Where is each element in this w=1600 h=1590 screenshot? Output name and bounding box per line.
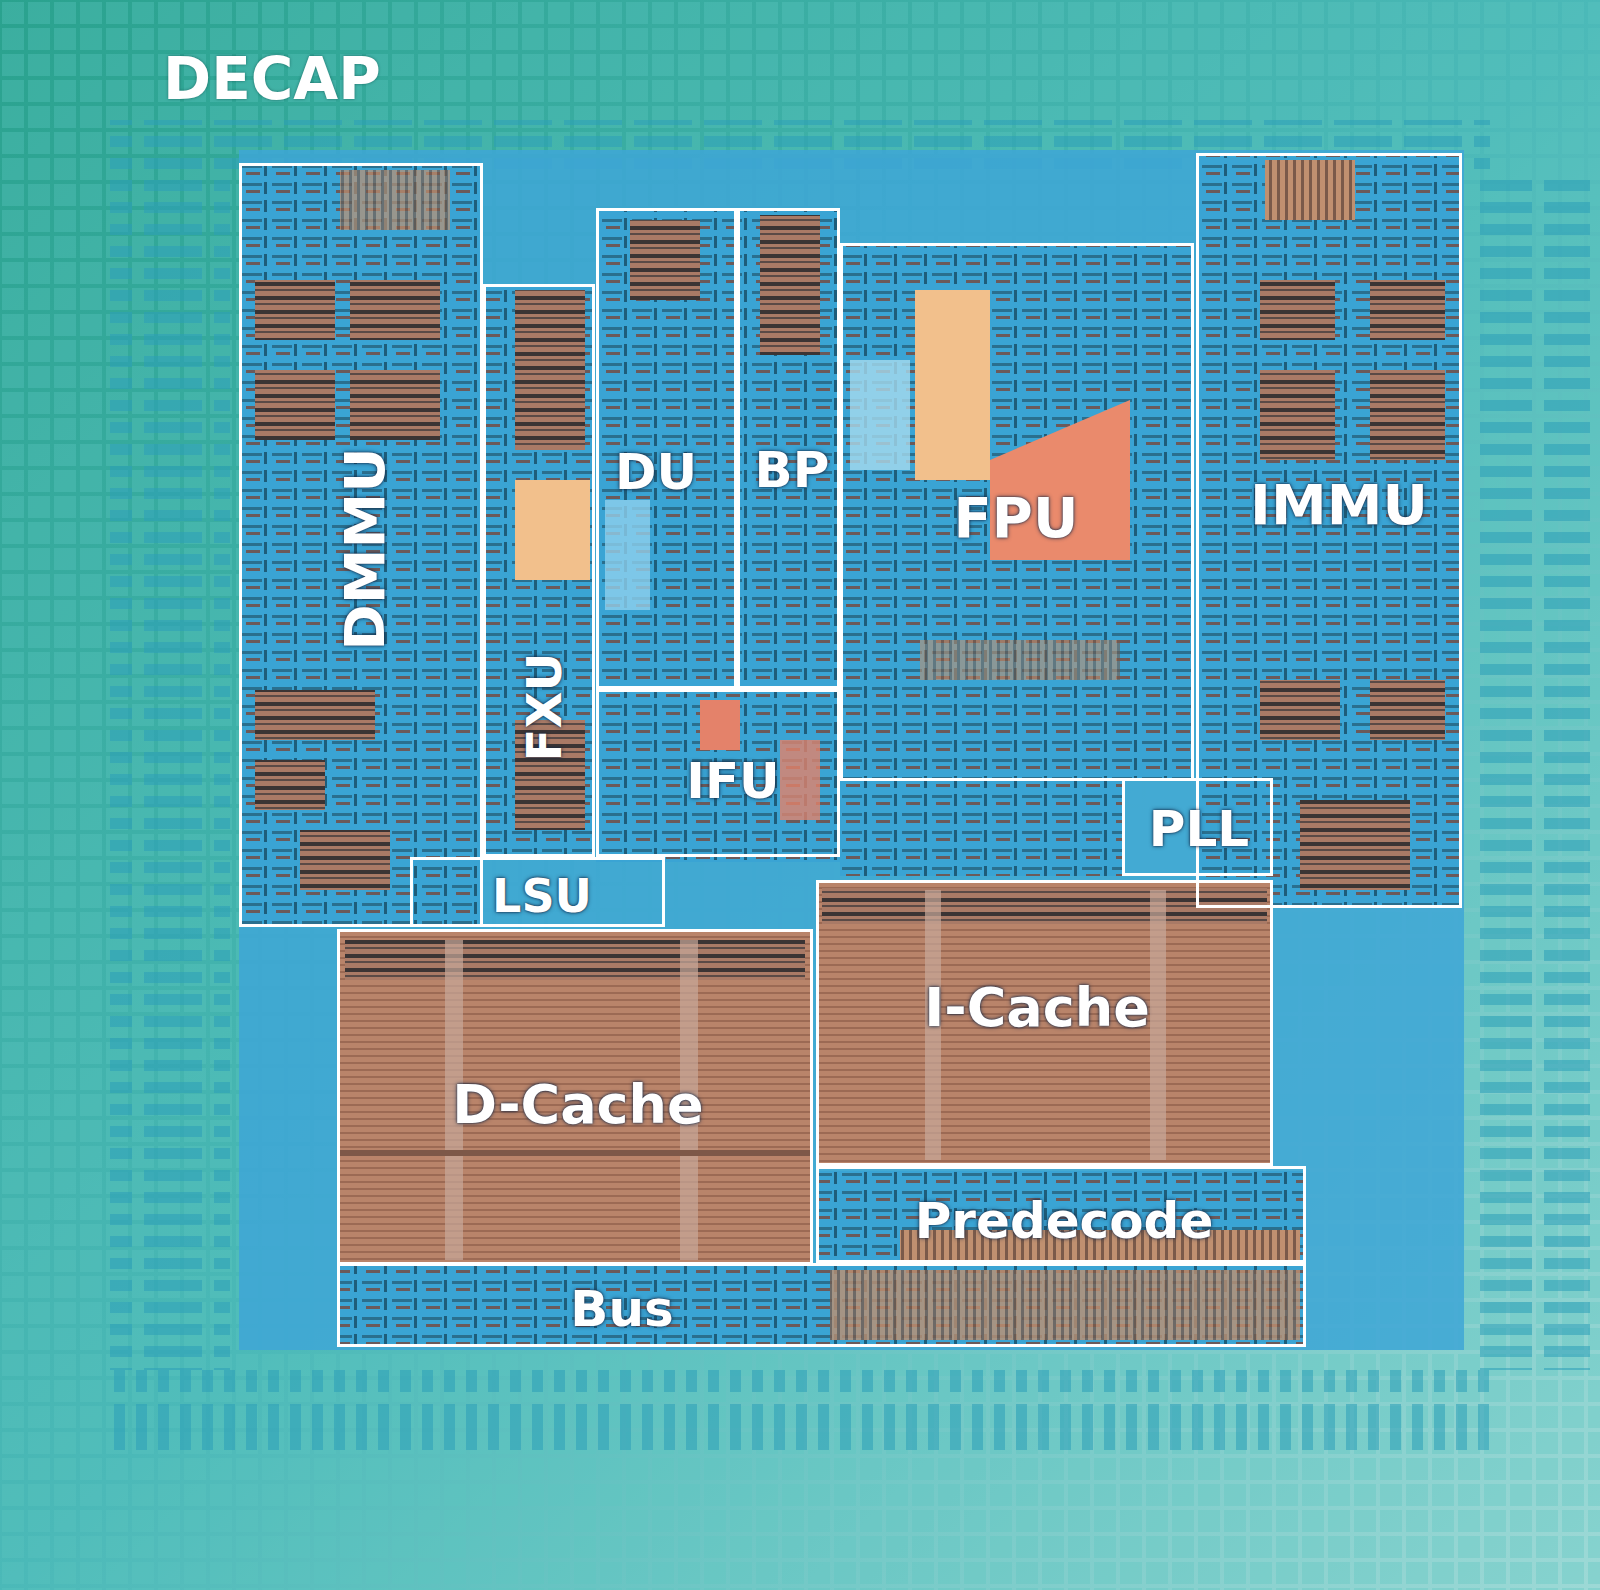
unit-block: DMMU <box>239 163 483 927</box>
unit-block: IMMU <box>1196 153 1462 908</box>
unit-label: FXU <box>520 653 568 762</box>
unit-block: LSU <box>410 857 665 927</box>
unit-block: IFU <box>596 689 840 857</box>
unit-label: IMMU <box>1250 477 1428 533</box>
unit-block: D-Cache <box>337 929 813 1265</box>
unit-block: Bus <box>337 1263 1306 1347</box>
unit-block: DU <box>596 208 737 689</box>
unit-block: PLL <box>1122 778 1273 876</box>
unit-label: Predecode <box>915 1196 1214 1246</box>
region-label: DECAP <box>163 50 381 108</box>
unit-block: FPU <box>840 243 1194 781</box>
unit-block: I-Cache <box>816 880 1273 1166</box>
unit-label: DU <box>615 447 697 497</box>
unit-label: LSU <box>492 873 592 919</box>
unit-label: FPU <box>954 490 1079 546</box>
unit-label: IFU <box>686 756 779 806</box>
unit-label: PLL <box>1149 804 1249 854</box>
unit-label: D-Cache <box>452 1078 703 1132</box>
unit-block: BP <box>737 208 840 689</box>
unit-block: Predecode <box>816 1166 1306 1263</box>
unit-label: DMMU <box>337 447 393 650</box>
unit-label: Bus <box>570 1284 673 1334</box>
unit-label: I-Cache <box>924 981 1150 1035</box>
unit-block: FXU <box>483 284 595 857</box>
unit-label: BP <box>755 445 830 495</box>
